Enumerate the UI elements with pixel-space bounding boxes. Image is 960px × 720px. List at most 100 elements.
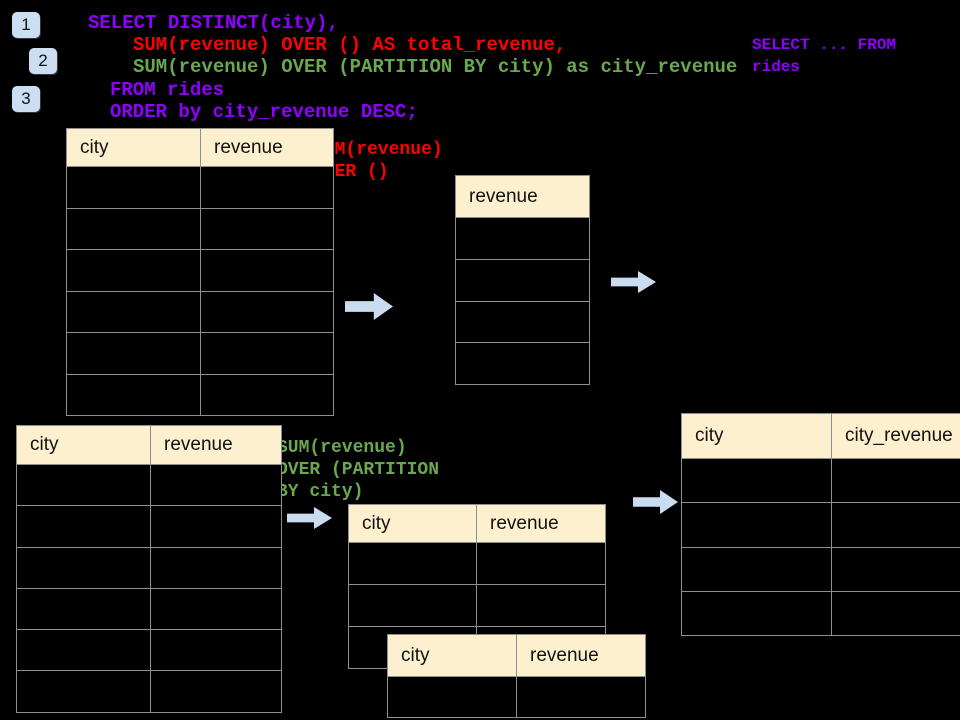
table-row <box>66 166 334 209</box>
table-row <box>16 546 282 589</box>
table-total-revenue: revenue <box>455 175 590 385</box>
right-arrow-icon <box>287 507 332 529</box>
table-header-row: revenue <box>455 175 590 218</box>
table-cell-empty <box>66 290 201 333</box>
table-result-right: city city_revenue <box>681 413 960 637</box>
table-cell-empty <box>200 166 334 209</box>
table-row <box>455 258 590 302</box>
step-badge-1: 1 <box>12 12 40 38</box>
table-header-row: city revenue <box>16 425 282 465</box>
table-cell-empty <box>66 332 201 375</box>
table-row <box>66 332 334 375</box>
table-cell-empty <box>150 629 282 672</box>
table-row <box>66 249 334 292</box>
column-header-city: city <box>681 413 832 459</box>
table-cell-empty <box>200 332 334 375</box>
right-arrow-icon <box>345 293 393 320</box>
table-cell-empty <box>16 546 151 589</box>
table-row <box>16 670 282 713</box>
table-cell-empty <box>200 373 334 416</box>
sql-line-from: FROM rides <box>110 79 225 101</box>
table-row <box>455 342 590 385</box>
table-cell-empty <box>831 502 960 548</box>
table-cell-empty <box>516 676 646 718</box>
table-source-bottom: city revenue <box>16 425 282 713</box>
table-header-row: city city_revenue <box>681 413 960 459</box>
table-row <box>66 290 334 333</box>
table-row <box>16 463 282 507</box>
table-cell-empty <box>200 290 334 333</box>
table-cell-empty <box>387 676 517 718</box>
table-cell-empty <box>66 207 201 250</box>
table-row <box>16 629 282 672</box>
table-cell-empty <box>681 546 832 592</box>
side-code-select-from-rides: SELECT ... FROM rides <box>752 36 897 76</box>
column-header-city: city <box>348 504 477 543</box>
table-cell-empty <box>476 542 606 585</box>
table-cell-empty <box>831 457 960 504</box>
table-cell-empty <box>66 166 201 209</box>
table-row <box>387 676 646 718</box>
column-header-revenue: revenue <box>516 634 646 677</box>
column-header-revenue: revenue <box>476 504 606 543</box>
column-header-city-revenue: city_revenue <box>831 413 960 459</box>
table-row <box>348 584 606 627</box>
table-cell-empty <box>455 342 590 385</box>
table-header-row: city revenue <box>348 504 606 543</box>
table-cell-empty <box>200 249 334 292</box>
column-header-city: city <box>16 425 151 465</box>
table-cell-empty <box>681 457 832 504</box>
table-cell-empty <box>66 373 201 416</box>
table-row <box>681 590 960 637</box>
column-header-city: city <box>66 128 201 167</box>
annotation-sum-over-partition: SUM(revenue) OVER (PARTITION BY city) <box>277 438 440 502</box>
sql-line-total-revenue: SUM(revenue) OVER () AS total_revenue, <box>133 34 567 56</box>
table-cell-empty <box>150 587 282 631</box>
table-cell-empty <box>66 249 201 292</box>
step-badge-2: 2 <box>29 48 57 74</box>
step-badge-3: 3 <box>12 86 40 112</box>
table-cell-empty <box>150 505 282 548</box>
table-row <box>66 207 334 250</box>
table-cell-empty <box>150 463 282 507</box>
table-cell-empty <box>476 584 606 627</box>
sql-line-order-by: ORDER by city_revenue DESC; <box>110 101 418 123</box>
table-row <box>16 587 282 631</box>
table-cell-empty <box>16 587 151 631</box>
table-cell-empty <box>150 670 282 713</box>
table-row <box>348 542 606 585</box>
table-row <box>66 373 334 416</box>
table-cell-empty <box>16 670 151 713</box>
table-cell-empty <box>150 546 282 589</box>
column-header-city: city <box>387 634 517 677</box>
table-cell-empty <box>681 502 832 548</box>
table-cell-empty <box>16 629 151 672</box>
table-cell-empty <box>831 590 960 637</box>
table-source-top: city revenue <box>66 128 334 416</box>
table-row <box>681 546 960 592</box>
table-cell-empty <box>455 300 590 344</box>
sql-line-select: SELECT DISTINCT(city), <box>88 12 339 34</box>
right-arrow-icon <box>611 271 656 293</box>
table-row <box>16 505 282 548</box>
table-row <box>681 457 960 504</box>
table-cell-empty <box>681 590 832 637</box>
column-header-revenue: revenue <box>455 175 590 218</box>
table-cell-empty <box>16 505 151 548</box>
table-partition-overlay: city revenue <box>387 634 646 718</box>
table-cell-empty <box>200 207 334 250</box>
table-cell-empty <box>348 542 477 585</box>
table-header-row: city revenue <box>387 634 646 677</box>
table-row <box>455 217 590 260</box>
table-cell-empty <box>348 584 477 627</box>
table-cell-empty <box>455 258 590 302</box>
table-cell-empty <box>831 546 960 592</box>
column-header-revenue: revenue <box>200 128 334 167</box>
sql-line-city-revenue: SUM(revenue) OVER (PARTITION BY city) as… <box>133 56 738 78</box>
table-row <box>455 300 590 344</box>
right-arrow-icon <box>633 490 678 514</box>
column-header-revenue: revenue <box>150 425 282 465</box>
table-cell-empty <box>455 217 590 260</box>
table-row <box>681 502 960 548</box>
table-cell-empty <box>16 463 151 507</box>
